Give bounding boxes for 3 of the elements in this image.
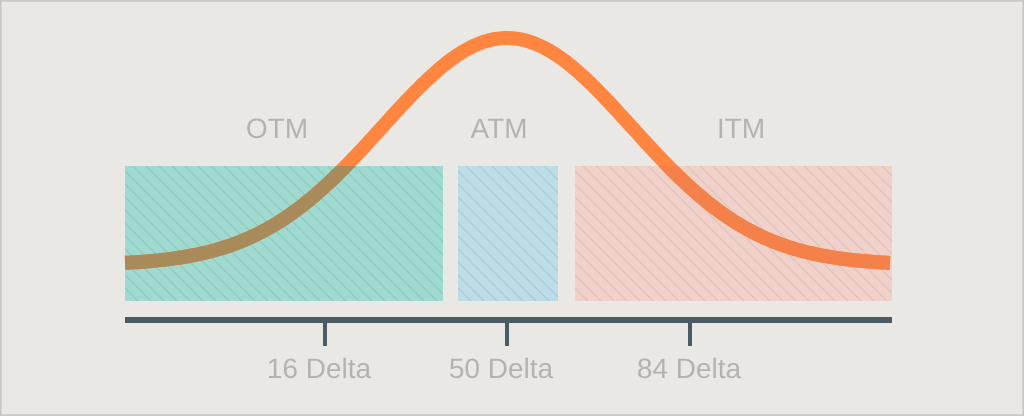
hatched-box [575,166,892,301]
hatched-box [125,166,443,301]
hatched-box [458,166,558,301]
